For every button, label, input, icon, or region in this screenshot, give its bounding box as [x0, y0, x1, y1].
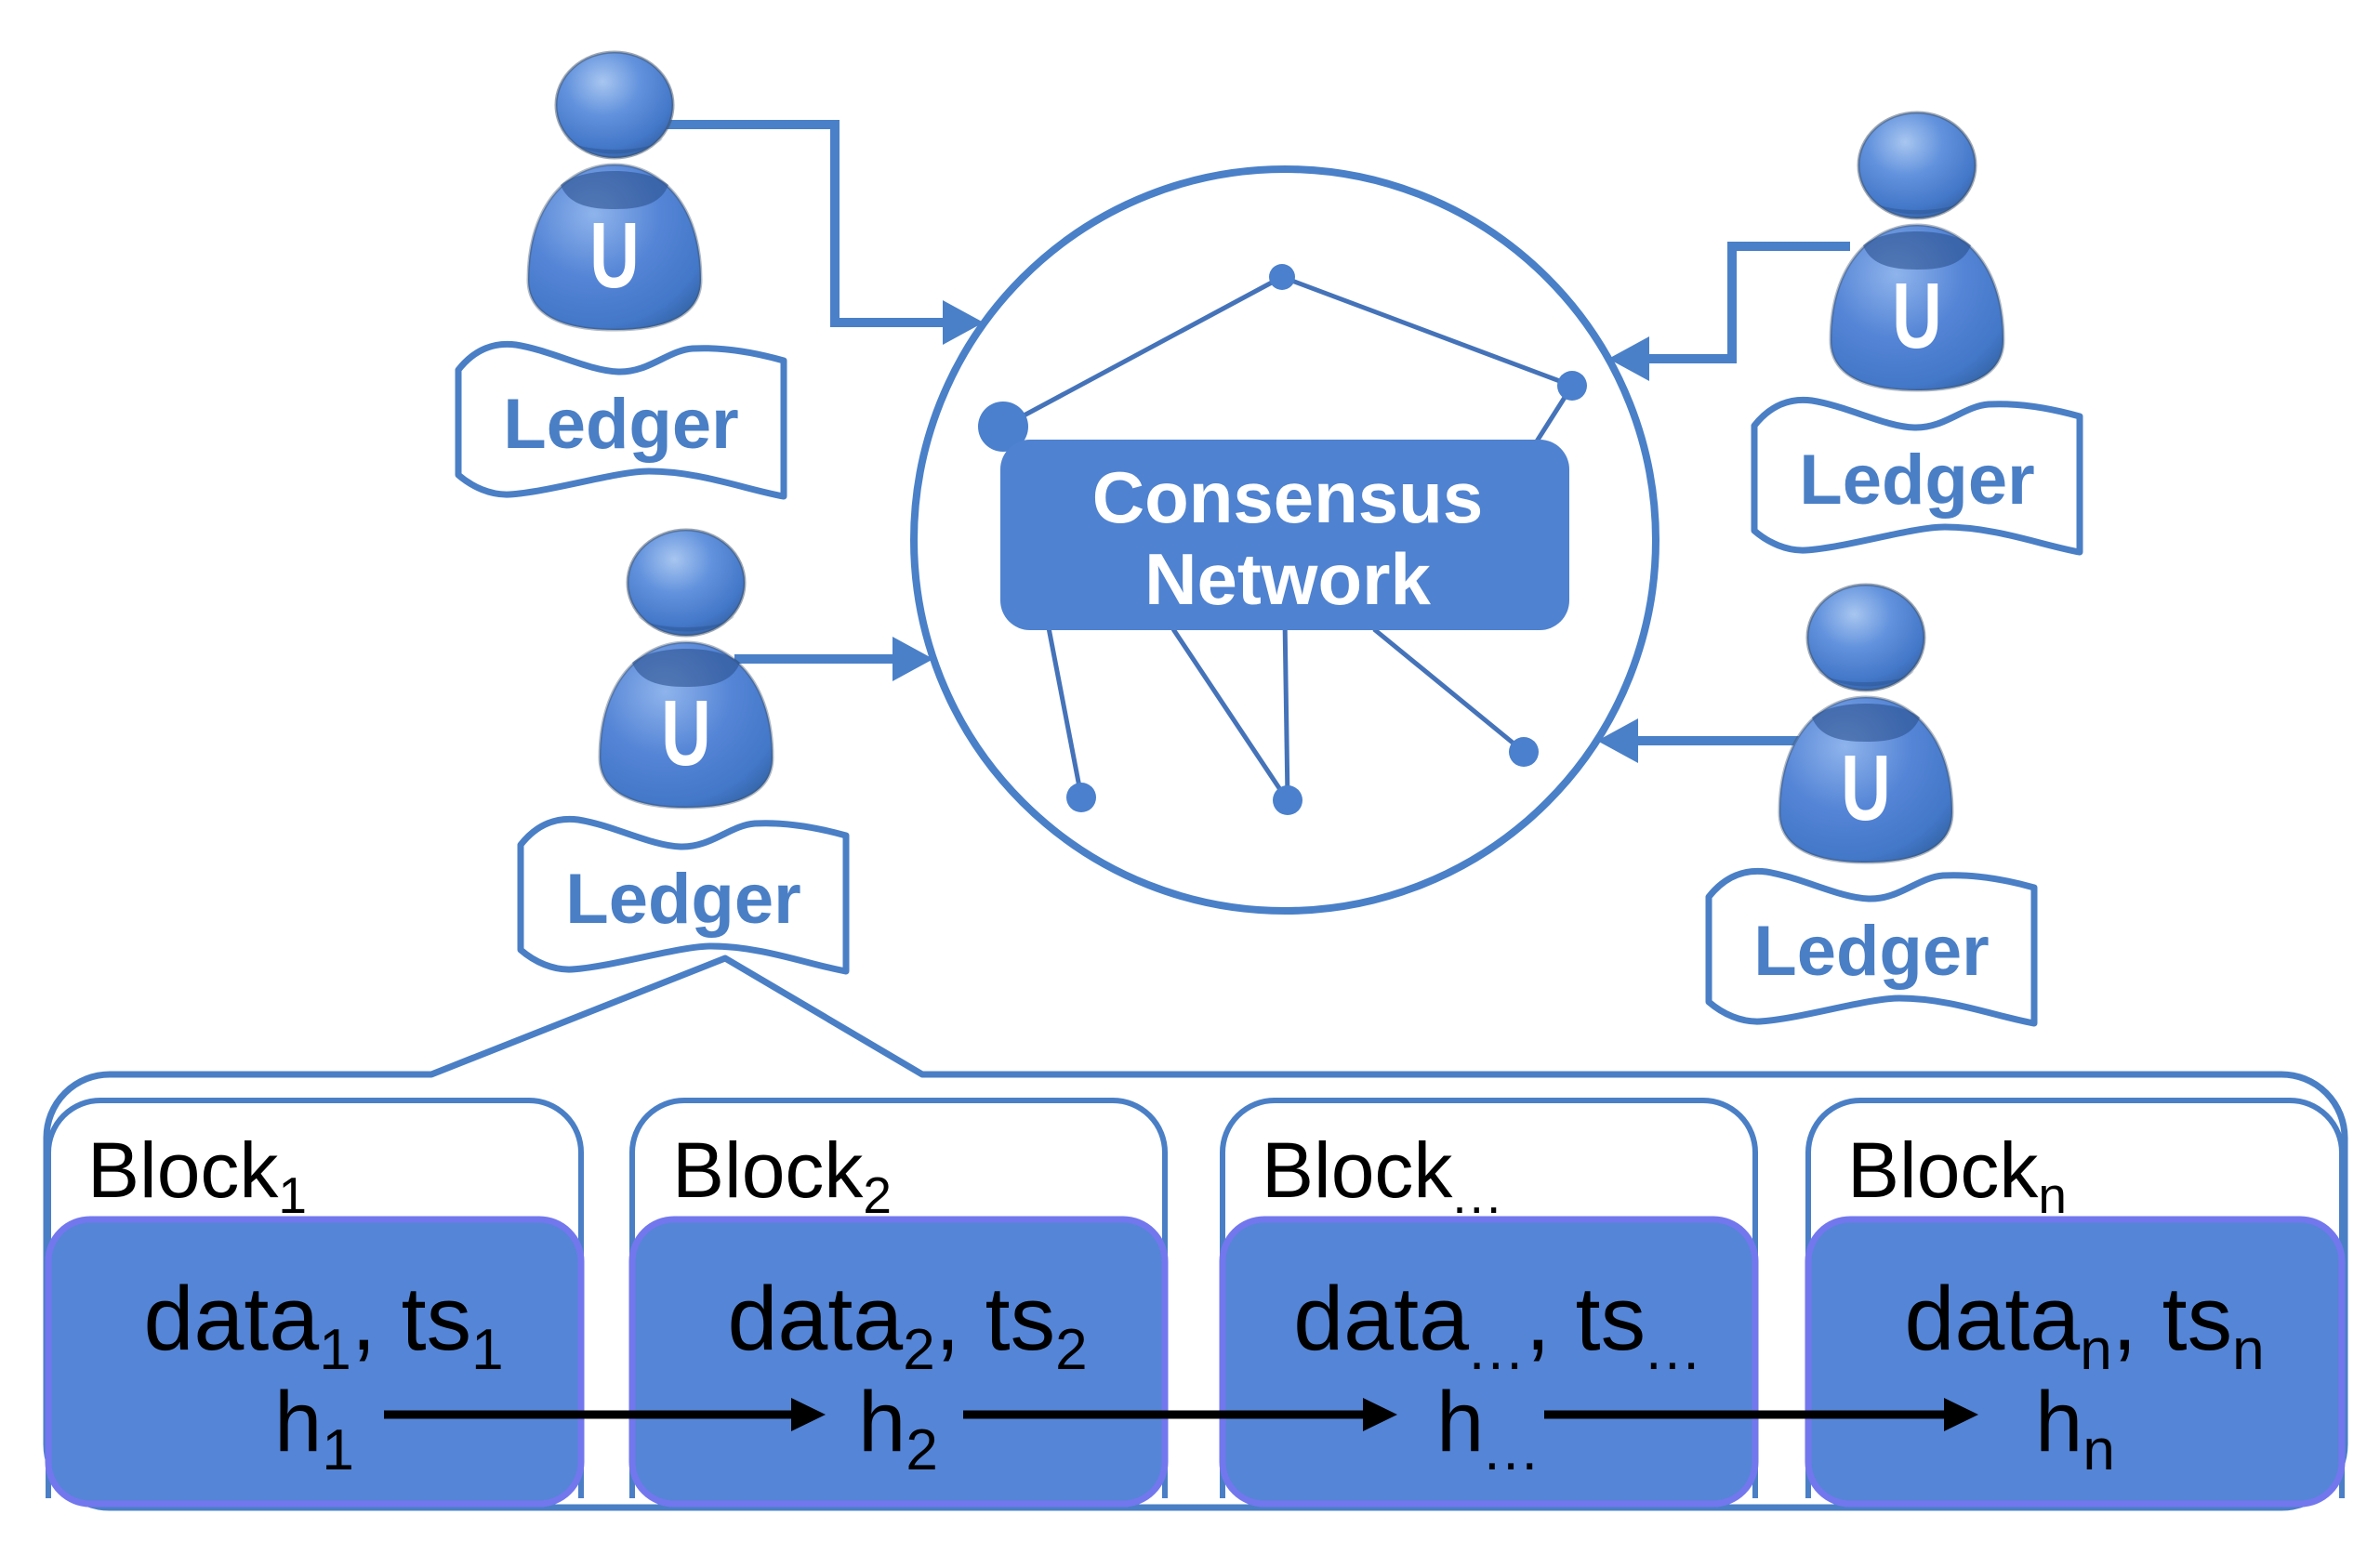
- svg-text:hn: hn: [2035, 1375, 2115, 1482]
- svg-text:Network: Network: [1144, 538, 1431, 620]
- svg-text:Block1: Block1: [87, 1126, 307, 1224]
- svg-text:Block2: Block2: [672, 1126, 892, 1224]
- svg-text:h2: h2: [858, 1375, 938, 1482]
- svg-text:Blockn: Blockn: [1847, 1126, 2067, 1224]
- svg-text:datan, tsn: datan, tsn: [1904, 1268, 2264, 1382]
- svg-text:Consensus: Consensus: [1092, 456, 1483, 538]
